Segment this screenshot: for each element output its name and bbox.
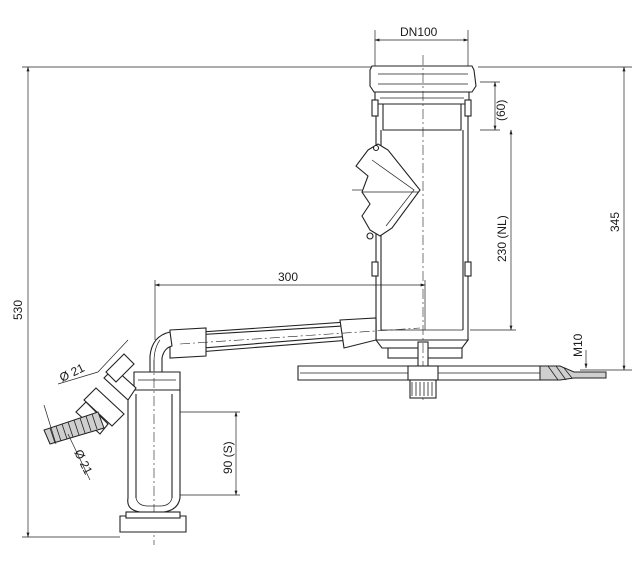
label-dia-21-top: Ø 21 [57, 361, 87, 385]
hose-ribs [49, 413, 98, 444]
gully-body [369, 55, 477, 400]
label-seal-90s: 90 (S) [221, 441, 235, 474]
label-length-300: 300 [278, 270, 298, 284]
label-dn100: DN100 [400, 25, 438, 39]
flap-valve [352, 143, 421, 240]
label-spacing-60: (60) [494, 100, 508, 121]
label-height-530: 530 [11, 300, 25, 320]
flange-plate [297, 365, 607, 399]
dimension-lines [26, 38, 626, 538]
label-thread-m10: M10 [571, 333, 585, 357]
extension-lines [22, 30, 632, 538]
label-height-345: 345 [608, 212, 622, 232]
label-nl-230: 230 (NL) [495, 215, 509, 262]
trap [119, 360, 187, 545]
side-inlet [43, 339, 137, 481]
label-dia-21-bottom: Ø 21 [71, 447, 95, 477]
outlet-pipe [149, 317, 421, 377]
